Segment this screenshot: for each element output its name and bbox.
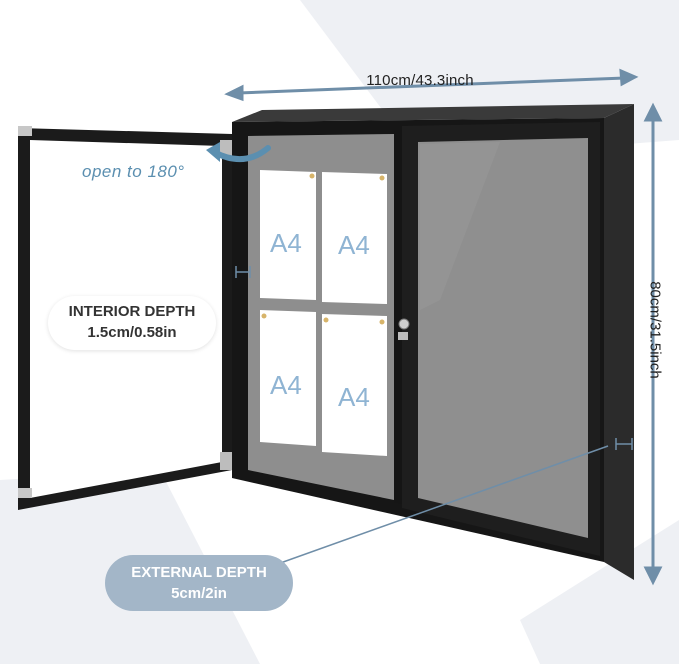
interior-depth-marker xyxy=(235,266,251,278)
cork-panel-right xyxy=(418,138,588,538)
door-corner-bottom xyxy=(18,488,32,498)
paper-label-1: A4 xyxy=(270,228,302,258)
paper-label-2: A4 xyxy=(338,230,370,260)
lock-icon xyxy=(398,318,410,340)
interior-depth-value: 1.5cm/0.58in xyxy=(87,324,177,341)
paper-sheet-4 xyxy=(322,314,387,456)
paper-label-3: A4 xyxy=(270,370,302,400)
door-open-label: open to 180° xyxy=(82,162,185,181)
external-depth-value: 5cm/2in xyxy=(171,585,227,602)
interior-depth-badge: INTERIOR DEPTH 1.5cm/0.58in xyxy=(48,296,216,350)
glass-reflection xyxy=(420,142,500,310)
interior-depth-title: INTERIOR DEPTH xyxy=(68,303,196,320)
rotate-arrow-icon xyxy=(206,142,271,162)
width-dimension-arrow xyxy=(224,68,639,102)
height-dimension-arrow xyxy=(643,102,663,586)
external-depth-marker xyxy=(271,438,633,567)
background-shape-right xyxy=(520,520,679,664)
paper-sheet-1 xyxy=(260,170,316,300)
paper-sheets xyxy=(260,170,387,456)
paper-sheet-2 xyxy=(322,172,387,304)
width-dimension-label: 110cm/43.3inch xyxy=(366,72,474,89)
door-hinge-bottom xyxy=(220,452,232,470)
paper-sheet-3 xyxy=(260,310,316,446)
height-dimension-label: 80cm/31.5inch xyxy=(646,281,664,379)
cabinet-top-depth xyxy=(232,104,634,122)
external-depth-title: EXTERNAL DEPTH xyxy=(131,564,267,581)
cabinet-side-depth xyxy=(604,104,634,580)
paper-label-4: A4 xyxy=(338,382,370,412)
door-corner-top xyxy=(18,126,32,136)
external-depth-badge: EXTERNAL DEPTH 5cm/2in xyxy=(105,555,293,611)
